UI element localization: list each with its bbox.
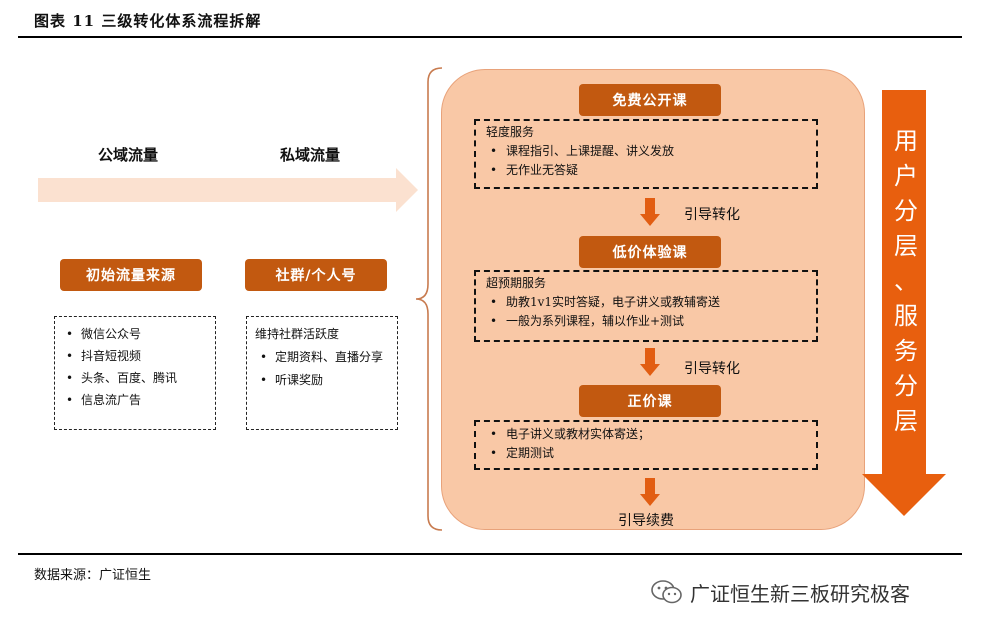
guide-renewal-label: 引导续费	[618, 513, 674, 529]
down-arrow-2	[640, 348, 660, 376]
user-layering-arrow	[862, 90, 946, 516]
curly-brace	[415, 67, 443, 531]
list-item: •无作业无答疑	[490, 163, 579, 177]
initial-traffic-source-title: 初始流量来源	[60, 259, 202, 291]
list-item: •微信公众号	[66, 327, 142, 341]
list-item: •一般为系列课程，辅以作业+测试	[490, 314, 685, 328]
figure-title: 图表 11 三级转化体系流程拆解	[34, 12, 262, 30]
tier-header: 轻度服务	[486, 125, 535, 139]
list-item: •头条、百度、腾讯	[66, 371, 178, 385]
guide-conversion-label-1: 引导转化	[684, 207, 740, 223]
list-item: •定期资料、直播分享	[260, 350, 384, 364]
wechat-icon	[651, 580, 682, 604]
watermark-text: 广证恒生新三板研究极客	[690, 582, 910, 606]
list-item: •电子讲义或教材实体寄送；	[490, 427, 651, 441]
community-box-header: 维持社群活跃度	[255, 327, 340, 341]
list-item: •助教1v1实时答疑，电子讲义或教辅寄送	[490, 295, 721, 309]
free-open-class-box: 轻度服务 •课程指引、上课提醒、讲义发放 •无作业无答疑	[474, 119, 818, 189]
free-open-class-title: 免费公开课	[579, 84, 721, 116]
data-source: 数据来源：广证恒生	[34, 568, 152, 583]
flow-arrow	[38, 168, 418, 212]
private-traffic-label: 私域流量	[280, 146, 341, 164]
list-item: •定期测试	[490, 446, 555, 460]
list-item: •信息流广告	[66, 393, 142, 407]
list-item: •听课奖励	[260, 373, 324, 387]
community-account-box: 维持社群活跃度 •定期资料、直播分享 •听课奖励	[246, 316, 398, 430]
list-item: •抖音短视频	[66, 349, 142, 363]
tier-header: 超预期服务	[486, 276, 547, 290]
down-arrow-1	[640, 198, 660, 226]
conversion-panel	[441, 69, 865, 530]
regular-price-class-title: 正价课	[579, 385, 721, 417]
regular-price-class-box: •电子讲义或教材实体寄送； •定期测试	[474, 420, 818, 470]
guide-conversion-label-2: 引导转化	[684, 361, 740, 377]
list-item: •课程指引、上课提醒、讲义发放	[490, 144, 675, 158]
down-arrow-3	[640, 478, 660, 506]
bottom-rule	[18, 553, 962, 555]
public-traffic-label: 公域流量	[98, 146, 159, 164]
low-price-trial-class-title: 低价体验课	[579, 236, 721, 268]
initial-traffic-source-box: •微信公众号 •抖音短视频 •头条、百度、腾讯 •信息流广告	[54, 316, 216, 430]
community-account-title: 社群/个人号	[245, 259, 387, 291]
user-layering-arrow-text: 用 户 分 层 、 服 务 分 层	[894, 127, 918, 435]
top-rule	[18, 36, 962, 38]
low-price-trial-class-box: 超预期服务 •助教1v1实时答疑，电子讲义或教辅寄送 •一般为系列课程，辅以作业…	[474, 270, 818, 342]
